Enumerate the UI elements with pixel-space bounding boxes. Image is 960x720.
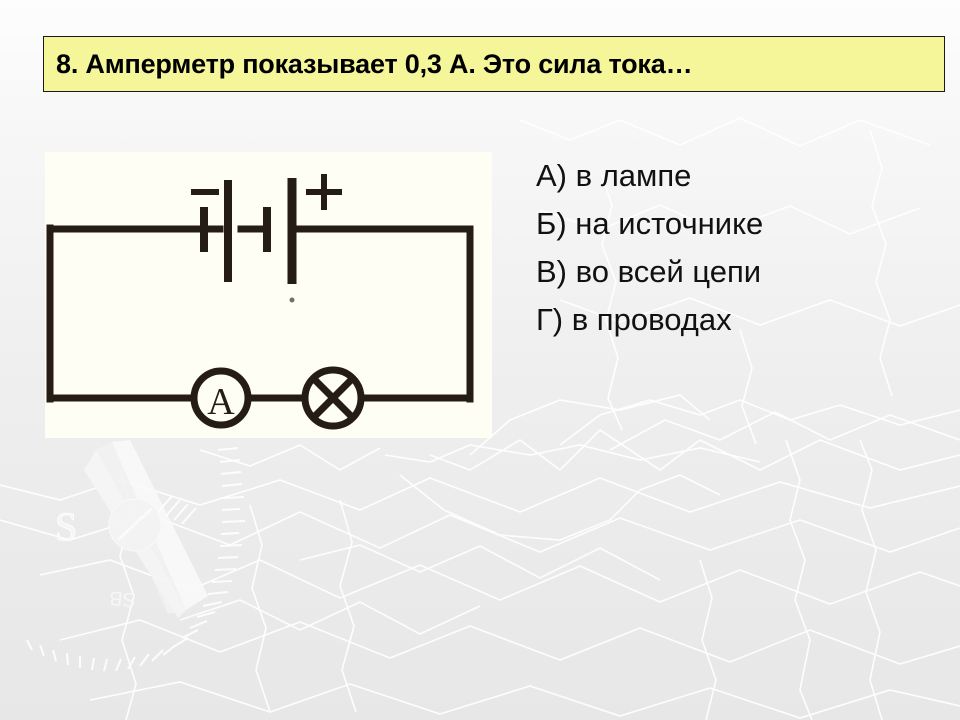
answer-option-g[interactable]: Г) в проводах [536,302,732,337]
ammeter-label: A [207,381,235,423]
compass-label-s: S [55,504,77,549]
battery-symbol [191,174,342,303]
lamp-symbol [301,366,365,430]
question-title-bar: 8. Амперметр показывает 0,3 А. Это сила … [43,36,945,92]
answer-option-v[interactable]: В) во всей цепи [536,254,762,289]
circuit-diagram-image: A [45,152,492,438]
answer-option-b[interactable]: Б) на источнике [536,206,764,241]
answer-options-list: А) в лампе Б) на источнике В) во всей це… [536,152,936,344]
page-title: 8. Амперметр показывает 0,3 А. Это сила … [56,48,693,79]
compass-label-sw: SB [108,586,137,610]
ammeter-symbol: A [190,367,252,429]
compass-rose-decoration: S SB [26,440,246,672]
answer-option-a[interactable]: А) в лампе [536,158,692,193]
